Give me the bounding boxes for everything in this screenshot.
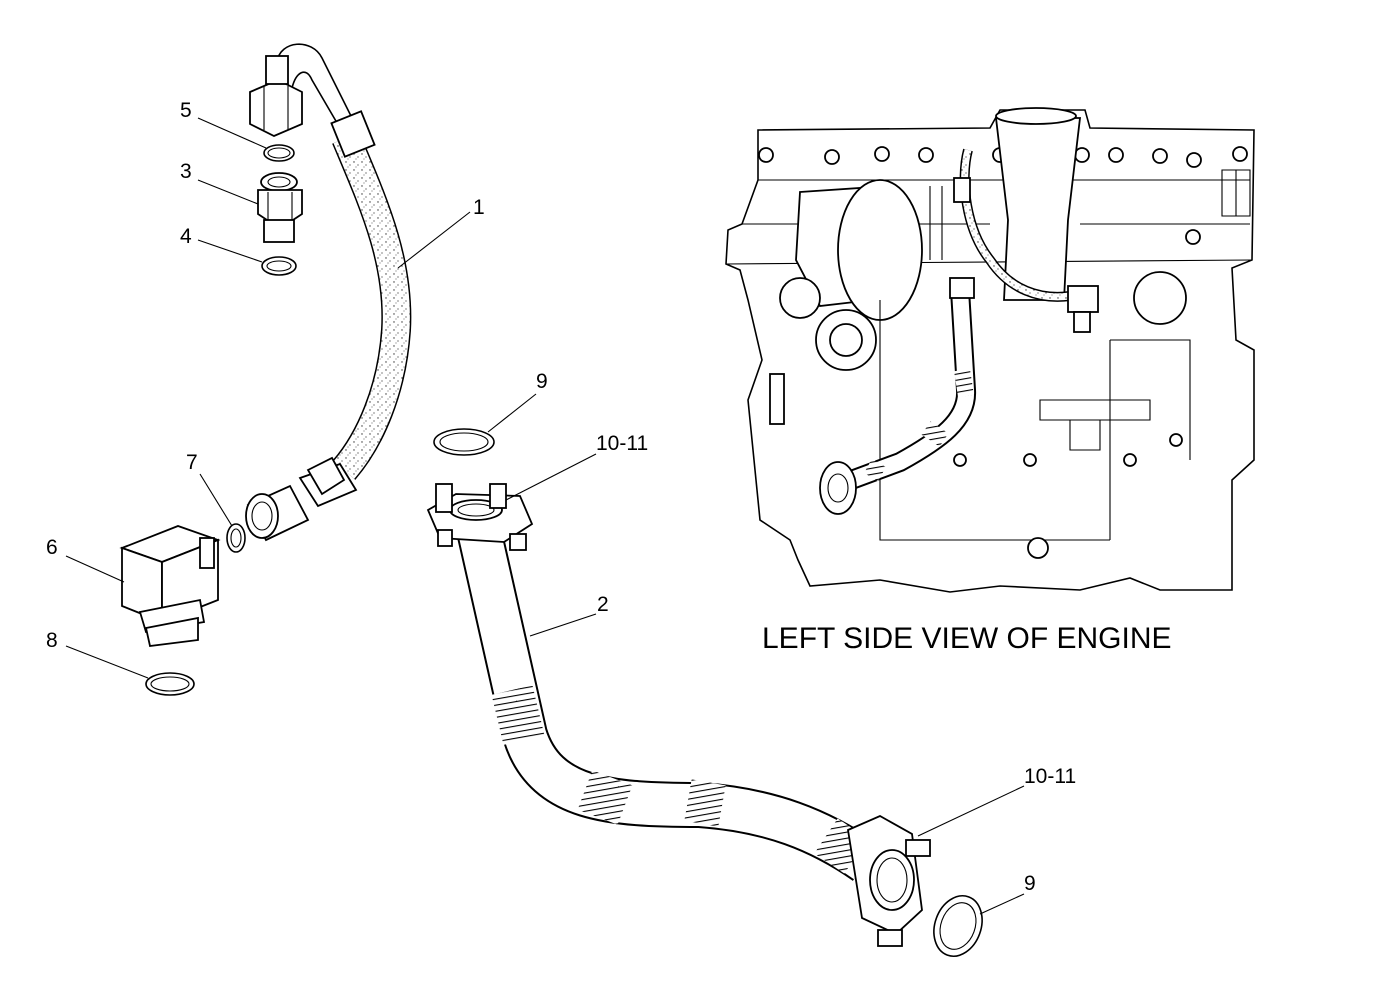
callout-3: 3 xyxy=(180,160,192,183)
callout-6: 6 xyxy=(46,536,58,559)
callout-9-bottom: 9 xyxy=(1024,872,1036,895)
gasket-part-9-bottom xyxy=(933,895,983,957)
callout-7: 7 xyxy=(186,451,198,474)
callout-8: 8 xyxy=(46,629,58,652)
rigid-tube-part-2 xyxy=(426,483,931,947)
engine-view-caption: LEFT SIDE VIEW OF ENGINE xyxy=(762,622,1172,655)
engine-left-side-view xyxy=(725,107,1255,593)
adapter-part-3 xyxy=(257,172,303,243)
o-ring-part-8 xyxy=(145,672,195,696)
callout-10-11-top: 10-11 xyxy=(596,432,648,455)
callout-labels: 5 3 4 1 7 6 8 9 10-11 2 10-11 9 xyxy=(46,99,1076,895)
callout-1: 1 xyxy=(473,196,485,219)
gasket-part-9-top xyxy=(433,428,495,456)
leader-lines xyxy=(65,117,1025,915)
o-ring-part-4 xyxy=(261,256,297,276)
callout-5: 5 xyxy=(180,99,192,122)
braided-hose-part-1 xyxy=(245,43,412,542)
callout-2: 2 xyxy=(597,593,609,616)
callout-10-11-bottom: 10-11 xyxy=(1024,765,1076,788)
o-ring-part-7 xyxy=(226,523,246,553)
o-ring-part-5 xyxy=(263,144,295,162)
callout-9-top: 9 xyxy=(536,370,548,393)
callout-4: 4 xyxy=(180,225,192,248)
bolt-row xyxy=(758,146,1248,245)
sensor-block-part-6 xyxy=(119,525,221,647)
